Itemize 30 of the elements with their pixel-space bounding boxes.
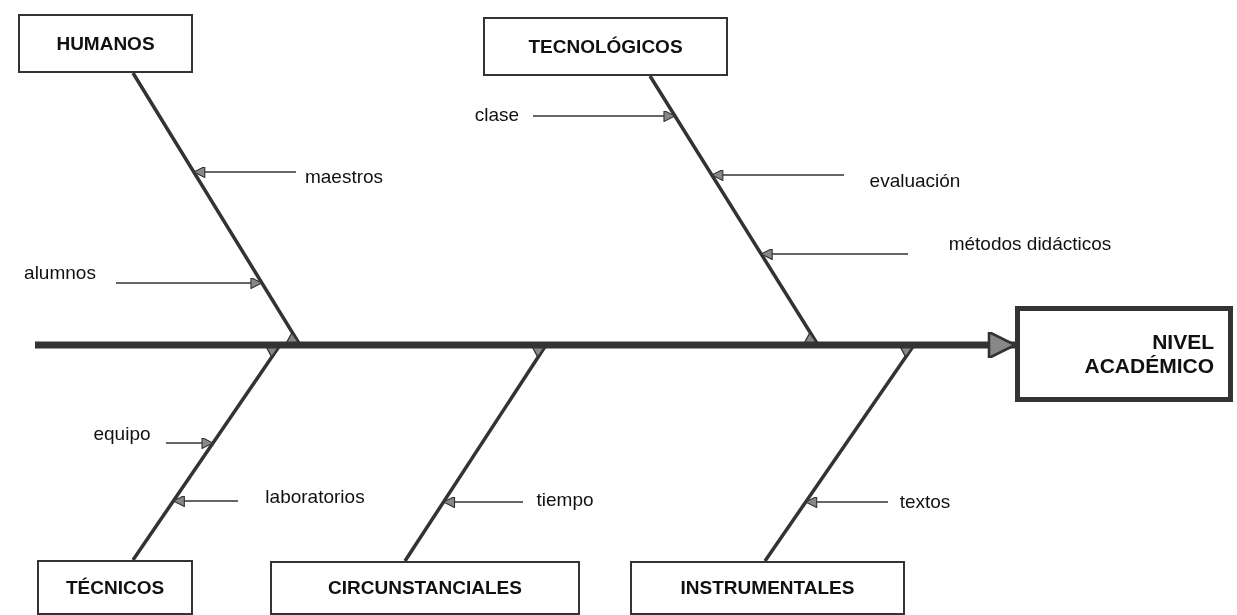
category-box (37, 560, 193, 615)
leader-arrow (711, 168, 845, 182)
leader-arrow (760, 247, 909, 261)
category-label: INSTRUMENTALES (680, 577, 855, 599)
cause-label: textos (892, 488, 958, 516)
cause-label: equipo (82, 420, 162, 448)
cause-label: tiempo (527, 486, 603, 514)
category-label: TECNOLÓGICOS (528, 35, 683, 58)
leader-arrow (193, 165, 297, 179)
cause-label: evaluación (848, 167, 982, 195)
category-box (270, 561, 580, 615)
cause-label: alumnos (8, 259, 112, 287)
category-label: HUMANOS (56, 32, 155, 55)
cause-label: laboratorios (242, 483, 388, 511)
category-box (18, 14, 193, 73)
category-box (483, 17, 728, 76)
effect-label: NIVEL ACADÉMICO (1083, 330, 1214, 378)
cause-label: métodos didácticos (912, 230, 1148, 258)
category-box (630, 561, 905, 615)
effect-box (1015, 306, 1233, 402)
leader-arrow (115, 276, 263, 290)
cause-label: maestros (300, 163, 388, 191)
category-label: TÉCNICOS (65, 576, 165, 599)
category-label: CIRCUNSTANCIALES (328, 577, 522, 599)
leader-arrow (804, 495, 889, 509)
leader-arrow (442, 495, 524, 509)
leader-arrow (532, 109, 676, 123)
leader-arrow (172, 494, 239, 508)
leader-arrow (165, 436, 214, 450)
cause-label: clase (465, 101, 529, 129)
